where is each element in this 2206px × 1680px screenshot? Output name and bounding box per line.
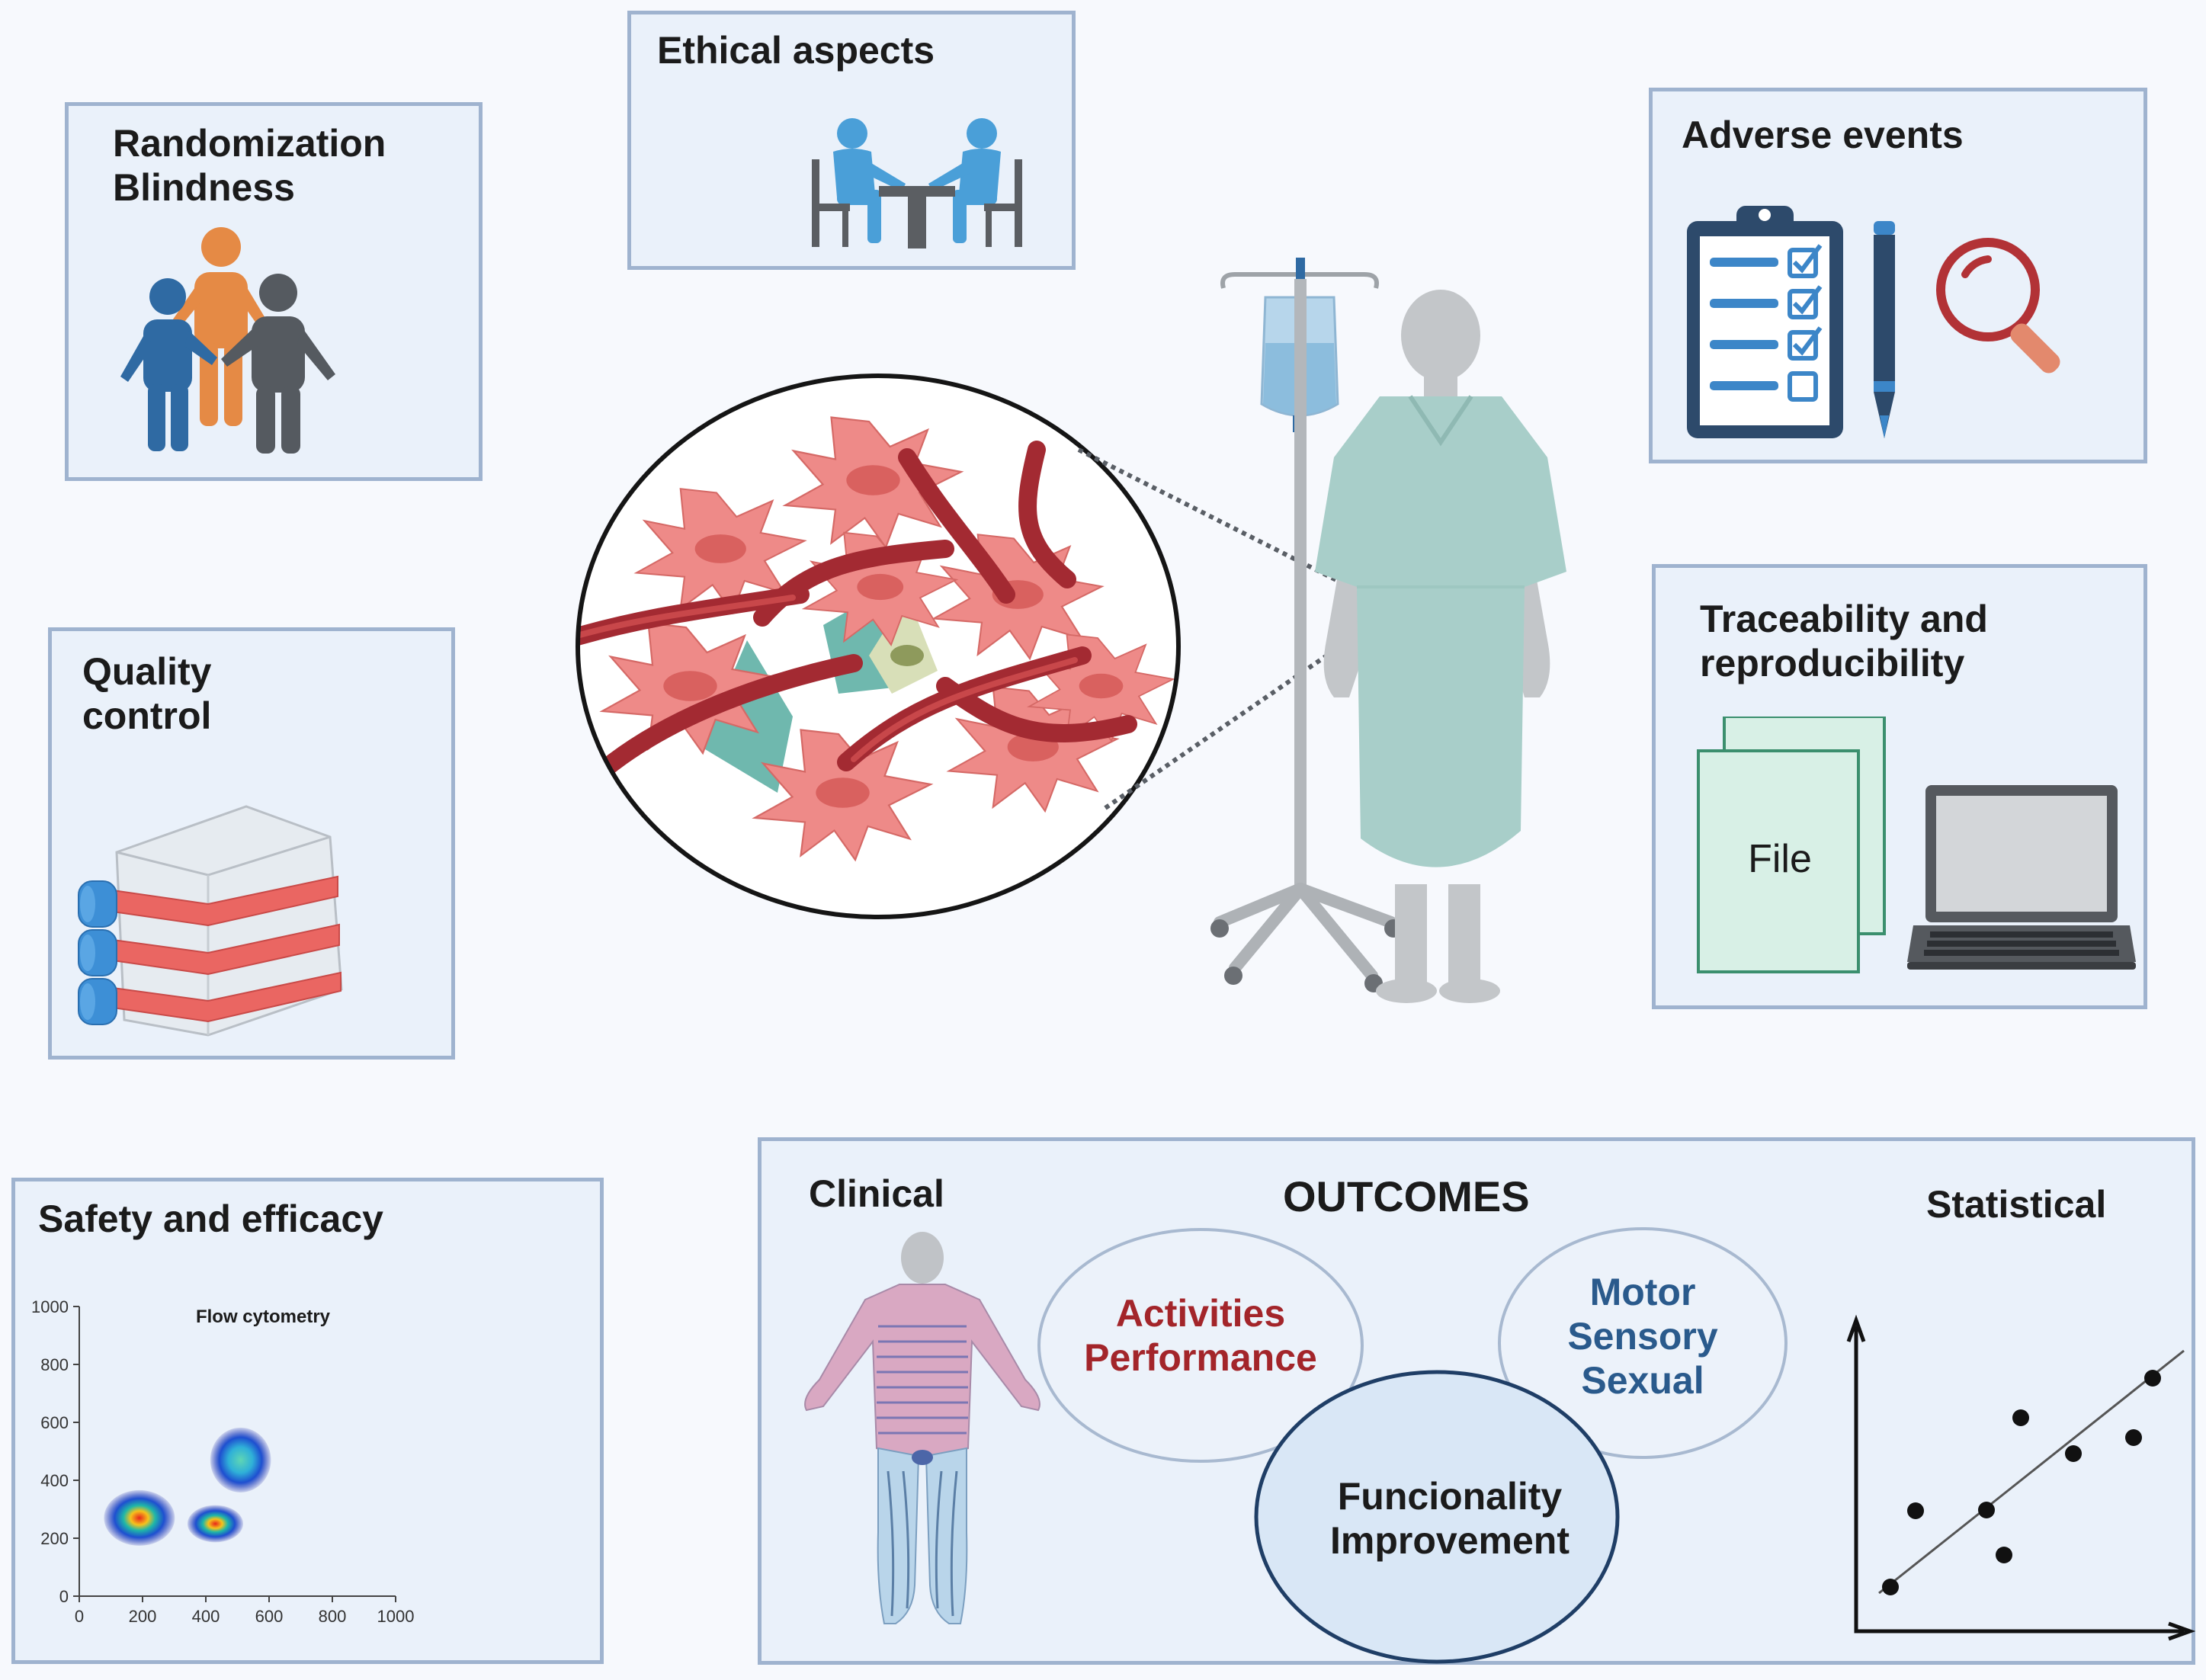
flow-y-ticks: 1000 800 600 400 200 0 bbox=[31, 1297, 69, 1606]
file-label: File bbox=[1748, 837, 1812, 881]
traceability-title: Traceability and reproducibility bbox=[1700, 597, 1988, 685]
y-tick-0: 0 bbox=[59, 1587, 69, 1606]
quality-control-line1: Quality bbox=[82, 650, 212, 693]
sensory-label: Sensory bbox=[1567, 1315, 1718, 1358]
safety-efficacy-title: Safety and efficacy bbox=[38, 1197, 383, 1240]
file-documents-icon bbox=[1697, 717, 1886, 973]
quality-control-title: Quality control bbox=[82, 649, 211, 738]
y-tick-400: 400 bbox=[40, 1471, 69, 1490]
outcomes-bubbles: Activities Performance Motor Sensory Sex… bbox=[1037, 1227, 1788, 1664]
traceability-panel: Traceability and reproducibility File bbox=[1652, 564, 2147, 1009]
x-tick-800: 800 bbox=[319, 1607, 347, 1626]
people-group-icon bbox=[120, 227, 335, 454]
magnifier-icon bbox=[1936, 238, 2060, 374]
cell-culture-flask-icon bbox=[78, 805, 343, 1037]
y-tick-200: 200 bbox=[40, 1529, 69, 1548]
reproducibility-line2: reproducibility bbox=[1700, 642, 1965, 685]
x-tick-400: 400 bbox=[192, 1607, 220, 1626]
motor-bubble bbox=[1498, 1227, 1788, 1459]
x-tick-600: 600 bbox=[255, 1607, 284, 1626]
motor-label: Motor bbox=[1590, 1271, 1696, 1313]
y-tick-1000: 1000 bbox=[31, 1297, 69, 1316]
traceability-line1: Traceability and bbox=[1700, 598, 1988, 640]
ethical-panel: Ethical aspects bbox=[627, 11, 1076, 270]
ethical-title: Ethical aspects bbox=[657, 29, 935, 72]
flow-cluster-2 bbox=[210, 1427, 271, 1492]
randomization-title-line1: Randomization bbox=[113, 122, 386, 165]
adverse-events-panel: Adverse events bbox=[1649, 88, 2147, 463]
adverse-events-title: Adverse events bbox=[1682, 114, 1964, 156]
y-tick-600: 600 bbox=[40, 1413, 69, 1432]
statistical-scatter-icon bbox=[1846, 1314, 2195, 1641]
randomization-panel: Randomization Blindness bbox=[65, 102, 483, 481]
outcomes-title: OUTCOMES bbox=[1283, 1172, 1530, 1220]
quality-control-panel: Quality control bbox=[48, 627, 455, 1060]
activities-label: Activities bbox=[1116, 1292, 1285, 1335]
flow-cluster-3 bbox=[187, 1505, 243, 1543]
pencil-icon bbox=[1874, 221, 1895, 438]
cell-magnification-circle bbox=[576, 374, 1181, 919]
quality-control-line2: control bbox=[82, 694, 212, 737]
performance-label: Performance bbox=[1084, 1336, 1317, 1379]
clinical-title: Clinical bbox=[809, 1172, 944, 1215]
x-tick-0: 0 bbox=[75, 1607, 84, 1626]
functionality-bubble bbox=[1254, 1370, 1620, 1664]
sexual-label: Sexual bbox=[1581, 1359, 1704, 1402]
funcionality-label: Funcionality bbox=[1338, 1475, 1563, 1518]
human-body-dermatome-icon bbox=[804, 1232, 1040, 1624]
improvement-label: Improvement bbox=[1330, 1519, 1570, 1562]
x-tick-200: 200 bbox=[129, 1607, 157, 1626]
laptop-icon bbox=[1907, 785, 2136, 970]
statistical-title: Statistical bbox=[1926, 1183, 2107, 1226]
consultation-table-icon bbox=[812, 118, 1022, 248]
safety-efficacy-panel: Safety and efficacy bbox=[11, 1178, 604, 1664]
clipboard-checklist-icon bbox=[1687, 206, 1843, 438]
patient-figure bbox=[1315, 290, 1566, 1003]
flow-cytometry-title: Flow cytometry bbox=[196, 1306, 331, 1327]
blindness-title-line2: Blindness bbox=[113, 166, 295, 209]
flow-cytometry-chart: Flow cytometry 1000 800 600 400 200 0 0 … bbox=[31, 1297, 415, 1626]
flow-cluster-1 bbox=[104, 1489, 175, 1546]
iv-stand-icon bbox=[1210, 258, 1403, 992]
randomization-title: Randomization Blindness bbox=[113, 121, 386, 210]
flow-x-ticks: 0 200 400 600 800 1000 bbox=[75, 1607, 415, 1626]
activities-bubble bbox=[1037, 1228, 1364, 1463]
x-tick-1000: 1000 bbox=[377, 1607, 415, 1626]
y-tick-800: 800 bbox=[40, 1355, 69, 1374]
